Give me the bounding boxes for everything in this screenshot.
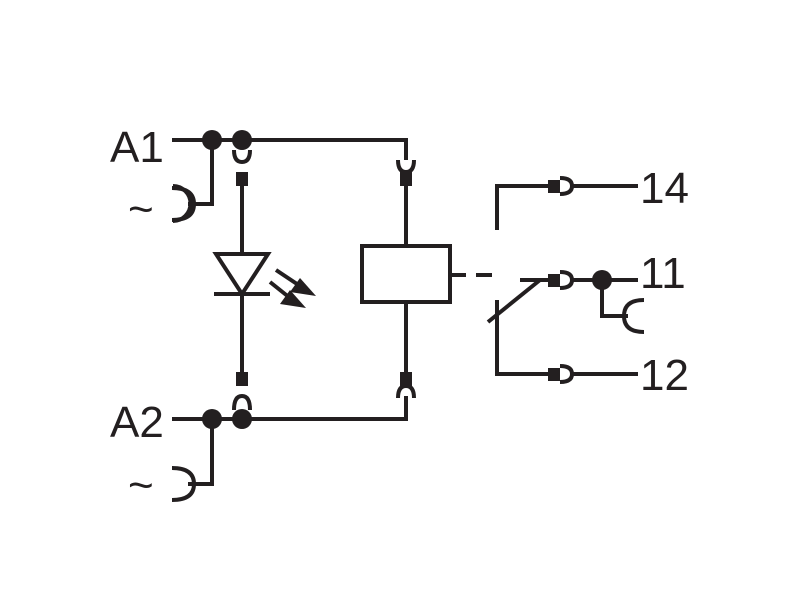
contact-11-socket <box>559 270 575 290</box>
terminal-label-a1: A1 <box>110 123 164 172</box>
changeover-contact-symbol <box>486 176 645 384</box>
a2-rail <box>171 396 408 502</box>
contact-14-arm <box>495 184 548 230</box>
a1-rail <box>171 130 408 223</box>
ac-symbol-top: ~ <box>128 185 154 234</box>
led-top-socket <box>232 149 252 165</box>
led-top-plug <box>236 172 248 186</box>
led-bottom-plug <box>236 372 248 386</box>
terminal-label-a2: A2 <box>110 398 164 447</box>
contact-12-plug <box>548 368 560 381</box>
coil-bottom-socket <box>396 383 416 399</box>
contact-11-plug <box>548 274 560 287</box>
relay-coil-symbol <box>360 244 452 304</box>
ac-symbol-bottom: ~ <box>128 461 154 510</box>
led-light-arrows-icon <box>268 268 316 308</box>
coil-top-socket <box>396 159 416 175</box>
contact-11-bridge-wire <box>600 280 628 318</box>
contact-11-bridge-socket <box>621 298 645 334</box>
contact-12-socket <box>559 364 575 384</box>
contact-14-socket <box>559 176 575 196</box>
contact-12-arm <box>495 300 548 376</box>
a2-socket-curve <box>171 466 197 502</box>
terminal-label-11: 11 <box>640 249 686 298</box>
a1-socket-curve <box>171 186 197 222</box>
coil-top-plug <box>400 172 412 186</box>
led-bottom-socket <box>232 393 252 411</box>
a2-led-junction-dot <box>232 409 252 429</box>
a1-led-junction-dot <box>232 130 252 150</box>
terminal-label-12: 12 <box>640 351 689 400</box>
led-branch <box>212 149 316 411</box>
contact-14-plug <box>548 180 560 193</box>
led-diode-triangle <box>212 252 272 298</box>
terminal-label-14: 14 <box>640 164 689 213</box>
coil-bottom-plug <box>400 372 412 386</box>
coil-branch <box>360 159 498 399</box>
